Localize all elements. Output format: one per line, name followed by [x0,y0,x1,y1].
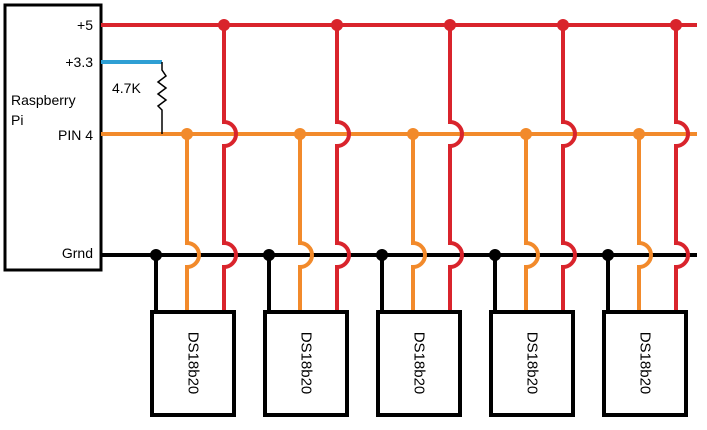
data-junction-dot [181,128,193,140]
sensor-chip [376,310,462,417]
sensor-chip-label: DS18b20 [298,332,315,395]
pin-label-3v3: +3.3 [65,54,93,70]
sensor-chip [602,310,688,417]
sensor-chip-label: DS18b20 [637,332,654,395]
sensor-chip-label: DS18b20 [524,332,541,395]
ground-junction-dot [263,249,275,261]
pullup-resistor [156,62,168,134]
pin-label-gpio4: PIN 4 [58,127,93,143]
power-drop [674,25,690,312]
data-drop [637,134,653,312]
board-name-line1: Raspberry [11,92,76,108]
power-junction-dot [670,19,682,31]
sensors: DS18b20 DS18b20 DS18b20 DS18b20 DS18b20 [150,310,688,417]
sensor-chip [150,310,236,417]
raspberry-pi-board [3,3,103,272]
data-drop [411,134,427,312]
sensor-chip [489,310,575,417]
power-drop [561,25,577,312]
sensor-chip-label: DS18b20 [411,332,428,395]
data-junction-dot [294,128,306,140]
wires [101,19,697,312]
power-junction-dot [218,19,230,31]
ground-junction-dot [376,249,388,261]
sensor-chip [263,310,349,417]
data-junction-dot [520,128,532,140]
pin-label-5v: +5 [77,17,93,33]
power-drop [222,25,238,312]
pin-label-ground: Grnd [62,245,93,261]
data-junction-dot [407,128,419,140]
data-drop [185,134,201,312]
power-drop [335,25,351,312]
sensor-chip-label: DS18b20 [185,332,202,395]
power-junction-dot [331,19,343,31]
power-drop [448,25,464,312]
ground-junction-dot [150,249,162,261]
power-junction-dot [444,19,456,31]
power-junction-dot [557,19,569,31]
ground-junction-dot [489,249,501,261]
resistor-label: 4.7K [112,80,141,96]
board-name-line2: Pi [11,112,23,128]
data-junction-dot [633,128,645,140]
data-drop [298,134,314,312]
ground-junction-dot [602,249,614,261]
data-drop [524,134,540,312]
